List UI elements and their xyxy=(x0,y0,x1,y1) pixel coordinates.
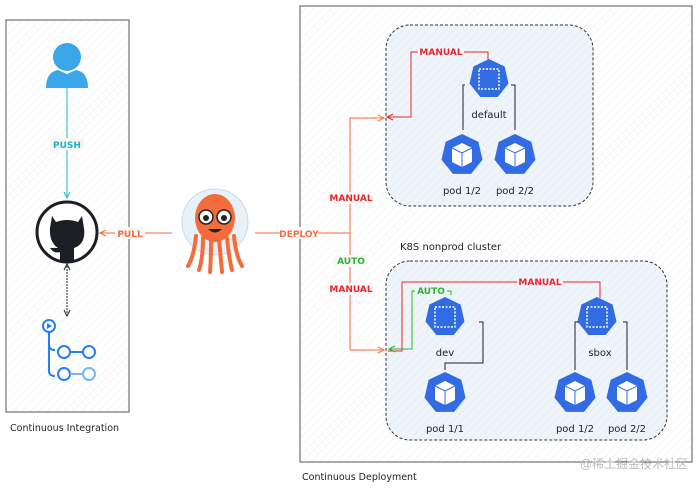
sbox-sync-label: MANUAL xyxy=(518,278,561,288)
pod-label: pod 1/1 xyxy=(426,424,464,435)
watermark: @稀土掘金技术社区 xyxy=(580,456,688,471)
pod-cube-edges xyxy=(451,147,473,167)
manual-label-default: MANUAL xyxy=(329,194,372,204)
manual-label-sbox: MANUAL xyxy=(329,285,372,295)
k8s-pod-icon xyxy=(441,134,483,174)
k8s-namespace-icon xyxy=(577,297,617,335)
cluster-label: K8S nonprod cluster xyxy=(400,242,502,253)
argo-cd-icon xyxy=(181,188,249,274)
github-actions-icon xyxy=(42,319,96,381)
github-icon xyxy=(35,200,99,264)
dev-sync-label: AUTO xyxy=(417,287,445,297)
deploy-branch xyxy=(349,117,382,351)
push-label: PUSH xyxy=(53,141,81,151)
pod-label: pod 2/2 xyxy=(608,424,646,435)
pod-cube-edges xyxy=(504,147,526,167)
deploy-label: DEPLOY xyxy=(279,230,319,240)
pod-cube-edges xyxy=(434,385,456,405)
default-namespace-label: default xyxy=(471,110,506,121)
k8s-pod-icon xyxy=(554,372,596,412)
cd-title: Continuous Deployment xyxy=(302,472,417,483)
pod-label: pod 1/2 xyxy=(443,186,481,197)
default-sync-label: MANUAL xyxy=(419,48,462,58)
k8s-pod-icon xyxy=(424,372,466,412)
auto-label-dev: AUTO xyxy=(337,257,365,267)
pod-label: pod 1/2 xyxy=(556,424,594,435)
namespace-square xyxy=(434,306,456,328)
pod-cube-edges xyxy=(616,385,638,405)
pod-label: pod 2/2 xyxy=(496,186,534,197)
k8s-namespace-icon xyxy=(469,59,509,97)
sbox-namespace-label: sbox xyxy=(588,348,611,359)
k8s-pod-icon xyxy=(606,372,648,412)
namespace-square xyxy=(586,306,608,328)
user-icon xyxy=(46,43,88,88)
k8s-pod-icon xyxy=(494,134,536,174)
pull-label: PULL xyxy=(117,230,143,240)
dev-namespace-label: dev xyxy=(436,348,455,359)
default-namespace-box xyxy=(385,24,594,207)
namespace-square xyxy=(478,68,500,90)
pod-cube-edges xyxy=(564,385,586,405)
k8s-namespace-icon xyxy=(425,297,465,335)
ci-title: Continuous Integration xyxy=(10,423,119,434)
